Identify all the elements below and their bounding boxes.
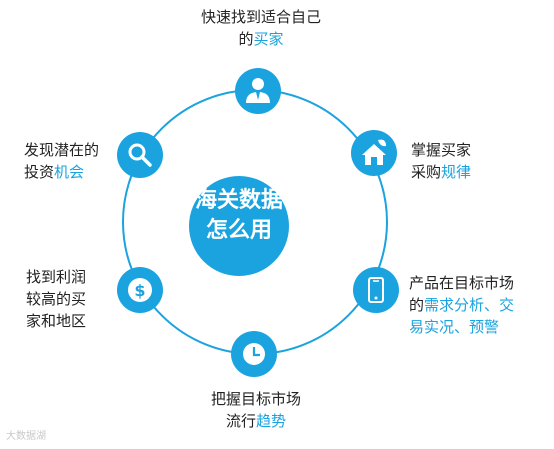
svg-text:$: $ — [134, 281, 145, 300]
label-text: 发现潜在的 — [24, 141, 100, 159]
user-icon — [246, 78, 270, 103]
node-lower-left: $ — [117, 267, 163, 313]
label-text: 较高的买 — [26, 290, 87, 308]
center-title: 海关数据 怎么用 — [184, 186, 294, 246]
label-upper-left: 发现潜在的投资机会 — [24, 139, 99, 183]
label-highlight: 规律 — [441, 163, 472, 181]
center-title-line2: 怎么用 — [205, 218, 272, 243]
label-line: 较高的买 — [26, 288, 86, 310]
label-text: 快速找到适合自己 — [200, 8, 321, 26]
watermark: 大数据湖 — [6, 431, 46, 442]
label-upper-right: 掌握买家采购规律 — [411, 139, 471, 183]
search-icon — [128, 143, 152, 167]
label-text: 家和地区 — [26, 312, 87, 330]
label-text: 的 — [409, 296, 425, 314]
label-line: 流行趋势 — [206, 410, 306, 432]
label-highlight: 买家 — [253, 30, 284, 48]
clock-icon — [243, 343, 265, 365]
label-bottom: 把握目标市场流行趋势 — [206, 388, 306, 432]
node-lower-right — [353, 267, 399, 313]
label-line: 的需求分析、交 — [409, 294, 514, 316]
house-icon — [362, 139, 386, 165]
label-line: 掌握买家 — [411, 139, 471, 161]
label-line: 投资机会 — [24, 161, 99, 183]
label-text: 采购 — [411, 163, 442, 181]
label-highlight: 需求分析、交 — [424, 296, 515, 314]
label-highlight: 机会 — [54, 163, 85, 181]
label-line: 发现潜在的 — [24, 139, 99, 161]
label-text: 找到利润 — [26, 268, 87, 286]
label-text: 投资 — [24, 163, 55, 181]
node-upper-right — [351, 130, 397, 176]
phone-icon — [368, 277, 384, 303]
label-text: 流行 — [225, 412, 256, 430]
label-line: 的买家 — [198, 28, 324, 50]
label-line: 快速找到适合自己 — [198, 6, 324, 28]
label-line: 找到利润 — [26, 266, 86, 288]
label-top: 快速找到适合自己的买家 — [198, 6, 324, 50]
label-lower-left: 找到利润较高的买家和地区 — [26, 266, 86, 332]
label-line: 把握目标市场 — [206, 388, 306, 410]
dollar-icon: $ — [128, 278, 152, 302]
label-line: 产品在目标市场 — [409, 272, 514, 294]
label-text: 掌握买家 — [411, 141, 472, 159]
label-text: 把握目标市场 — [210, 390, 301, 408]
node-bottom — [231, 331, 277, 377]
label-lower-right: 产品在目标市场的需求分析、交易实况、预警 — [409, 272, 514, 338]
label-text: 产品在目标市场 — [409, 274, 515, 292]
node-top — [235, 68, 281, 114]
label-line: 采购规律 — [411, 161, 471, 183]
center-circle — [189, 176, 289, 276]
label-highlight: 趋势 — [256, 412, 287, 430]
label-text: 的 — [238, 30, 254, 48]
node-upper-left — [117, 132, 163, 178]
label-line: 家和地区 — [26, 310, 86, 332]
label-line: 易实况、预警 — [409, 316, 514, 338]
center-title-line1: 海关数据 — [194, 188, 283, 213]
label-highlight: 易实况、预警 — [409, 318, 500, 336]
